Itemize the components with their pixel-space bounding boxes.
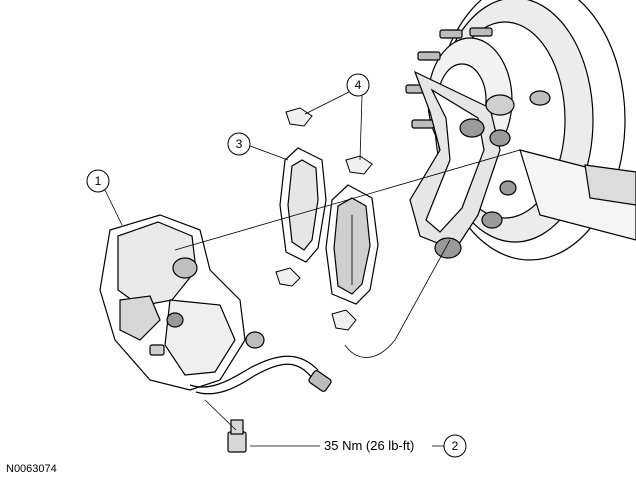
- assembly-guide-lines: [174, 149, 521, 431]
- callout-1: 1: [86, 169, 123, 226]
- callout-3: 3: [227, 132, 289, 161]
- clip-lower-outer: [331, 309, 357, 331]
- callout-1-label: 1: [95, 174, 102, 188]
- clip-lower-inner: [275, 267, 301, 287]
- callout-2-label: 2: [452, 439, 459, 453]
- clip-upper-outer: [345, 155, 373, 175]
- bracket-bolts: [434, 118, 517, 259]
- figure-id: N0063074: [6, 463, 57, 475]
- callout-4-label: 4: [355, 78, 362, 92]
- callout-4: 4: [304, 73, 370, 161]
- brake-pads: [279, 147, 379, 305]
- brake-caliper: [99, 214, 265, 391]
- brake-hose: [189, 355, 332, 395]
- caliper-piston-boss: [172, 257, 198, 279]
- clip-upper-inner: [285, 107, 313, 127]
- rotor-hub-assembly: [405, 0, 636, 261]
- callout-2: 35 Nm (26 lb-ft) 2: [250, 434, 467, 458]
- anti-rattle-clips: [275, 107, 373, 331]
- torque-spec-label: 35 Nm (26 lb-ft): [324, 438, 414, 453]
- callout-3-label: 3: [236, 137, 243, 151]
- caliper-bolt: [227, 419, 247, 453]
